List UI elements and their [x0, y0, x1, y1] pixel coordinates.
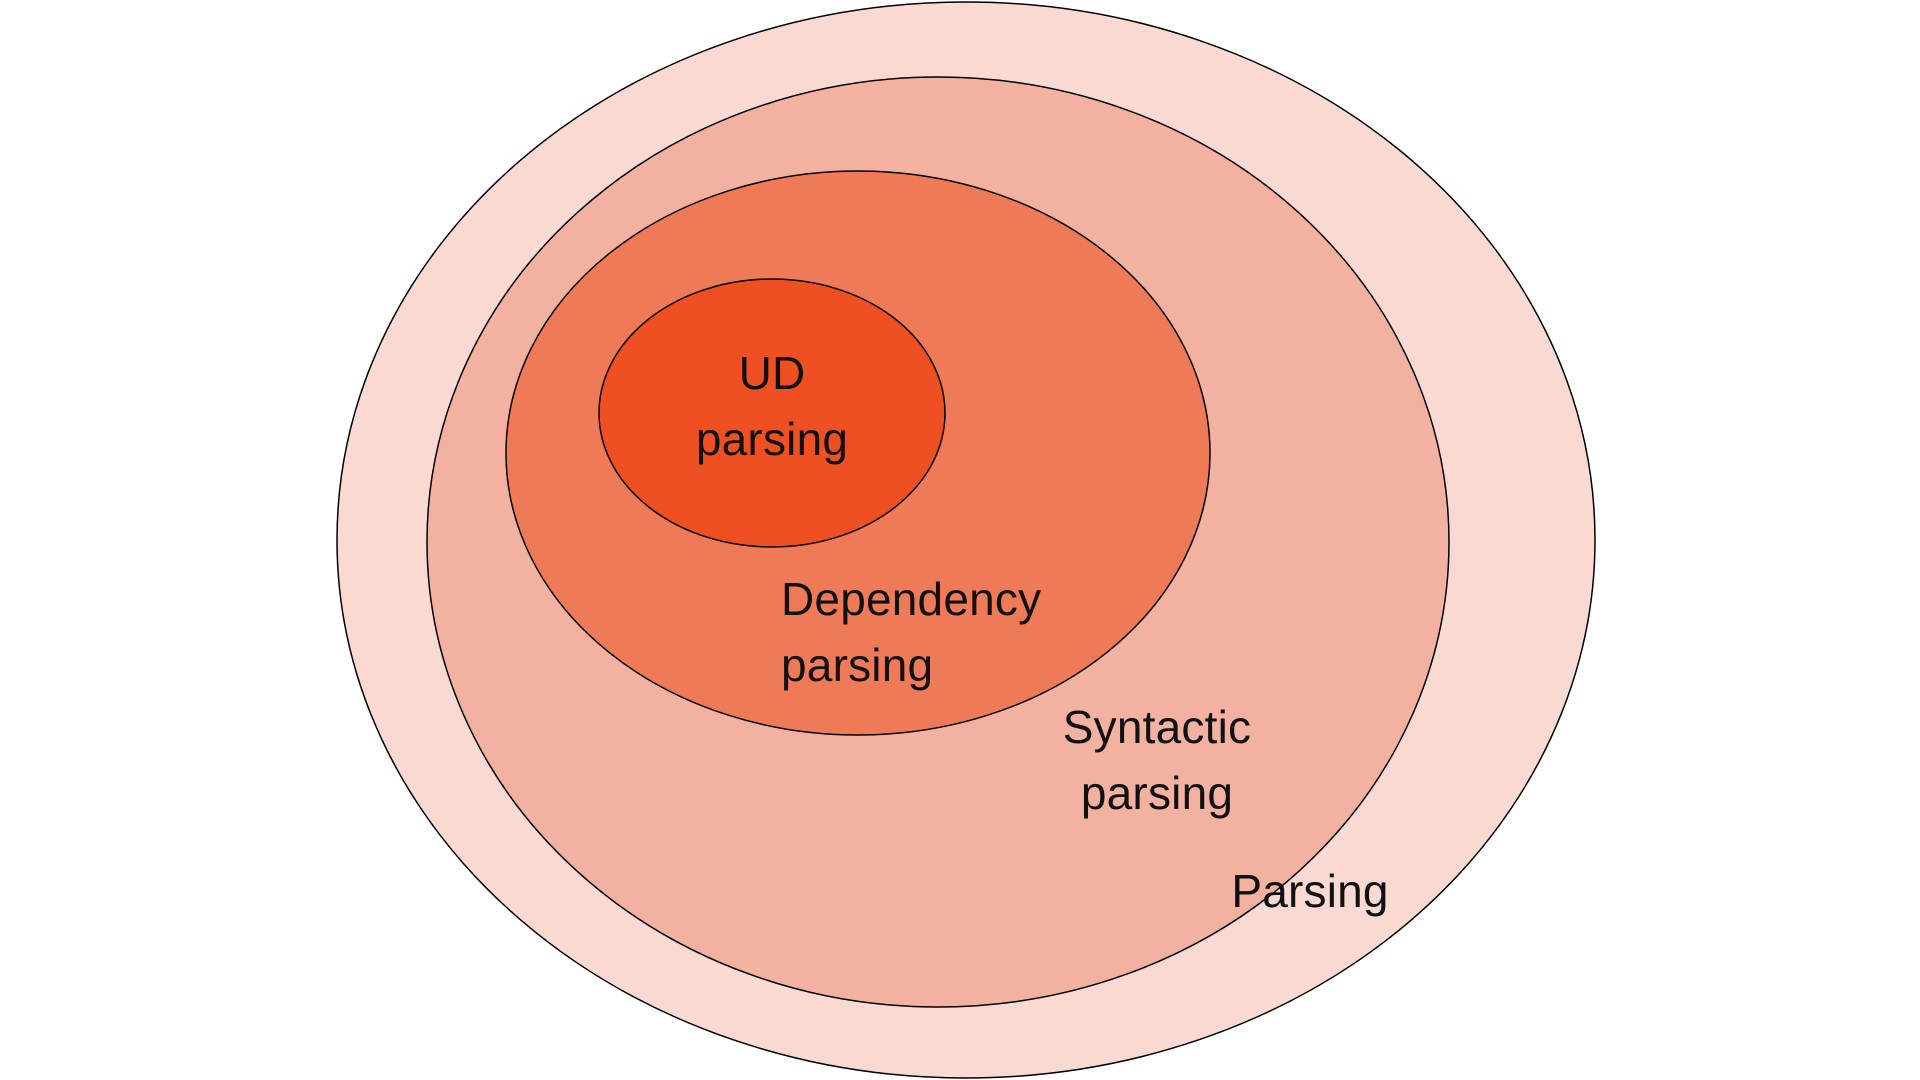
ellipse-ud-parsing: [598, 278, 946, 548]
label-ud-parsing: UD parsing: [695, 347, 849, 465]
label-syntactic-parsing: Syntactic parsing: [1062, 701, 1252, 819]
label-dependency-parsing: Dependency parsing: [781, 573, 1042, 691]
label-parsing: Parsing: [1231, 865, 1389, 917]
